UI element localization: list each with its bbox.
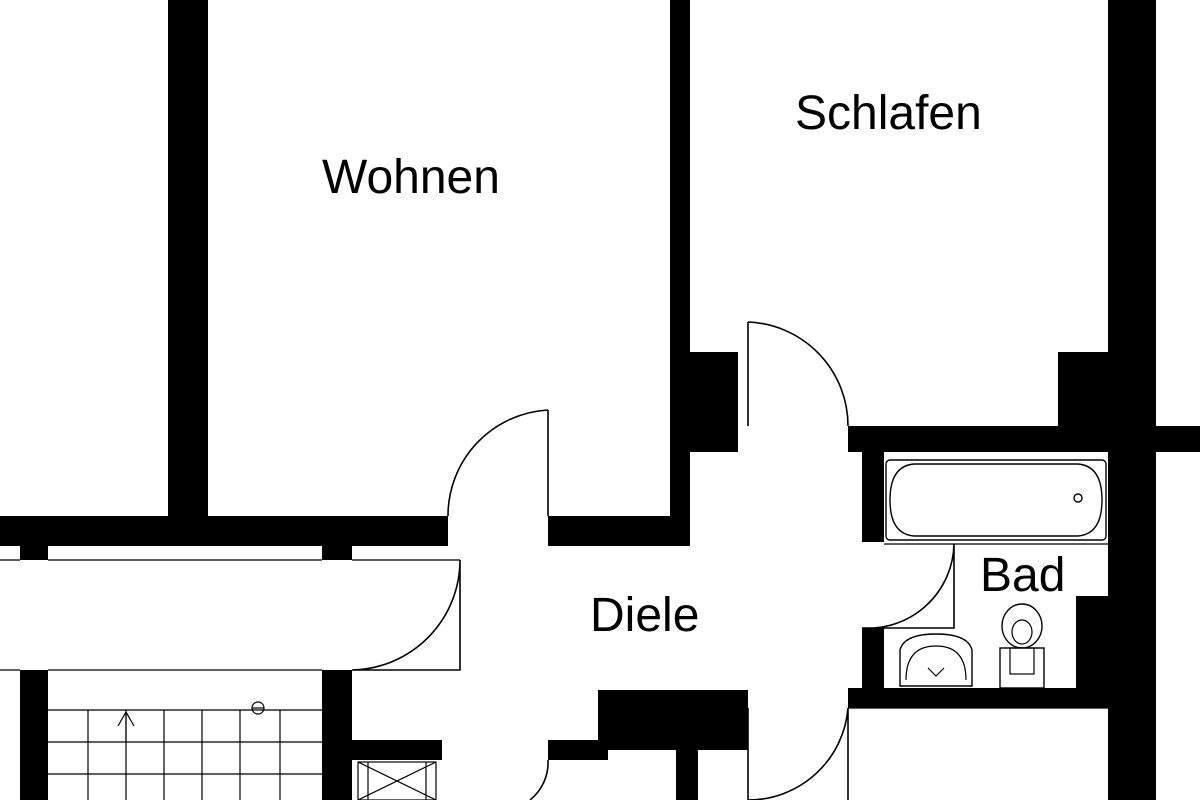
door-lower-left (529, 759, 549, 800)
wall-diele-south-left (548, 740, 608, 760)
room-label-wohnen: Wohnen (322, 151, 500, 204)
door-wohnen (447, 409, 549, 517)
wall-wohnen-schlafen (670, 0, 690, 545)
wall-exterior-east (1108, 0, 1156, 800)
wall-wohnen-south-right (548, 516, 690, 546)
wall-stair-west (20, 670, 48, 800)
wall-bad-south (848, 688, 1108, 708)
wall-wohnen-south-left (0, 516, 448, 546)
wall-stair-entry (352, 740, 442, 760)
shaft (357, 761, 437, 800)
door-lower-room (748, 707, 849, 800)
wall-diele-south-block (598, 690, 748, 750)
wall-diele-south-post (676, 750, 698, 800)
room-label-diele: Diele (590, 589, 700, 642)
doors (351, 321, 955, 800)
staircase (48, 701, 437, 800)
wall-stub-left (20, 546, 48, 560)
wall-bad-north (848, 426, 1108, 452)
door-schlafen (747, 321, 849, 427)
bathroom-fixtures (885, 459, 1107, 689)
wall-bad-west-upper (862, 452, 884, 542)
wall-bad-west-lower (862, 628, 884, 688)
toilet-icon (999, 603, 1045, 689)
wall-stair-east (322, 670, 352, 800)
stair-arrow-icon (117, 710, 135, 742)
wall-wohnen-west (168, 0, 208, 520)
sink-icon (899, 633, 973, 687)
door-bad (861, 543, 955, 630)
room-label-schlafen: Schlafen (795, 87, 982, 140)
wall-schlafen-south-left (690, 352, 738, 452)
wall-exterior-east-stub (1156, 426, 1200, 452)
door-entry (351, 559, 461, 671)
room-label-bad: Bad (980, 549, 1066, 602)
wall-schlafen-south-right (1058, 352, 1108, 426)
wall-stub-mid (322, 546, 352, 560)
wall-outlines (0, 543, 1108, 709)
wall-bad-east (1076, 596, 1108, 690)
